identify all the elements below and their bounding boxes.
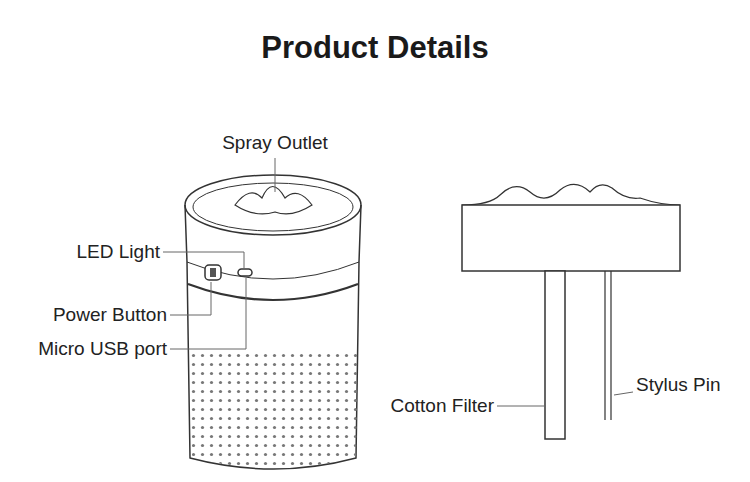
page-title: Product Details xyxy=(0,30,750,66)
grille-dots xyxy=(185,345,365,475)
part-label: Stylus Pin xyxy=(636,374,720,396)
part-label: Micro USB port xyxy=(38,338,167,360)
part-label: Power Button xyxy=(53,304,167,326)
power-button-shape xyxy=(205,265,221,280)
power-button-mark xyxy=(210,268,216,277)
part-label: Spray Outlet xyxy=(222,132,328,154)
part-label: LED Light xyxy=(77,241,160,263)
filter-assembly xyxy=(462,184,680,439)
usb-port-shape xyxy=(238,269,252,276)
part-label: Cotton Filter xyxy=(391,395,494,417)
